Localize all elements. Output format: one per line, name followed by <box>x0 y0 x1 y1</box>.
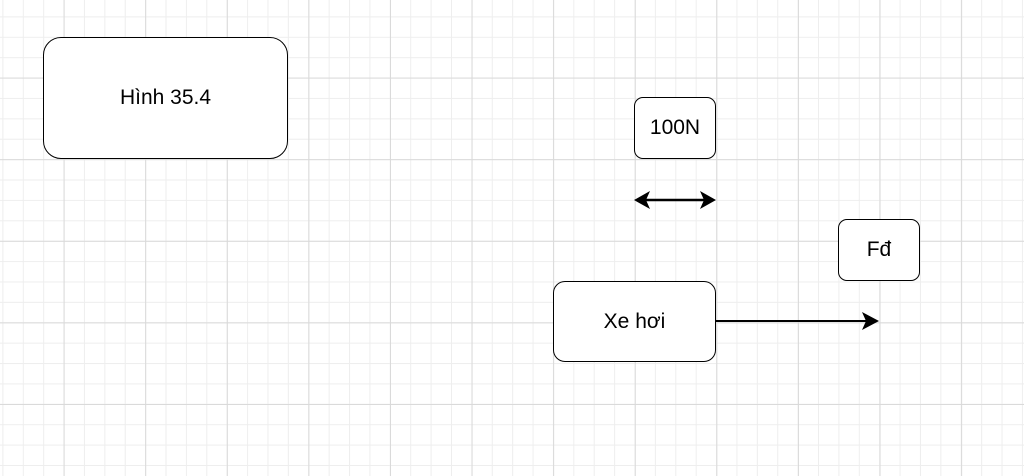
scale-double-arrow <box>634 191 716 209</box>
force-label: Fđ <box>866 238 892 261</box>
scale-label: 100N <box>649 116 701 139</box>
figure-caption: Hình 35.4 <box>119 86 212 109</box>
car-box: Xe hơi <box>553 281 716 362</box>
force-arrow <box>716 312 879 330</box>
force-label-box: Fđ <box>838 219 920 281</box>
figure-caption-box: Hình 35.4 <box>43 37 288 159</box>
car-label: Xe hơi <box>603 309 666 333</box>
scale-label-box: 100N <box>634 97 716 159</box>
